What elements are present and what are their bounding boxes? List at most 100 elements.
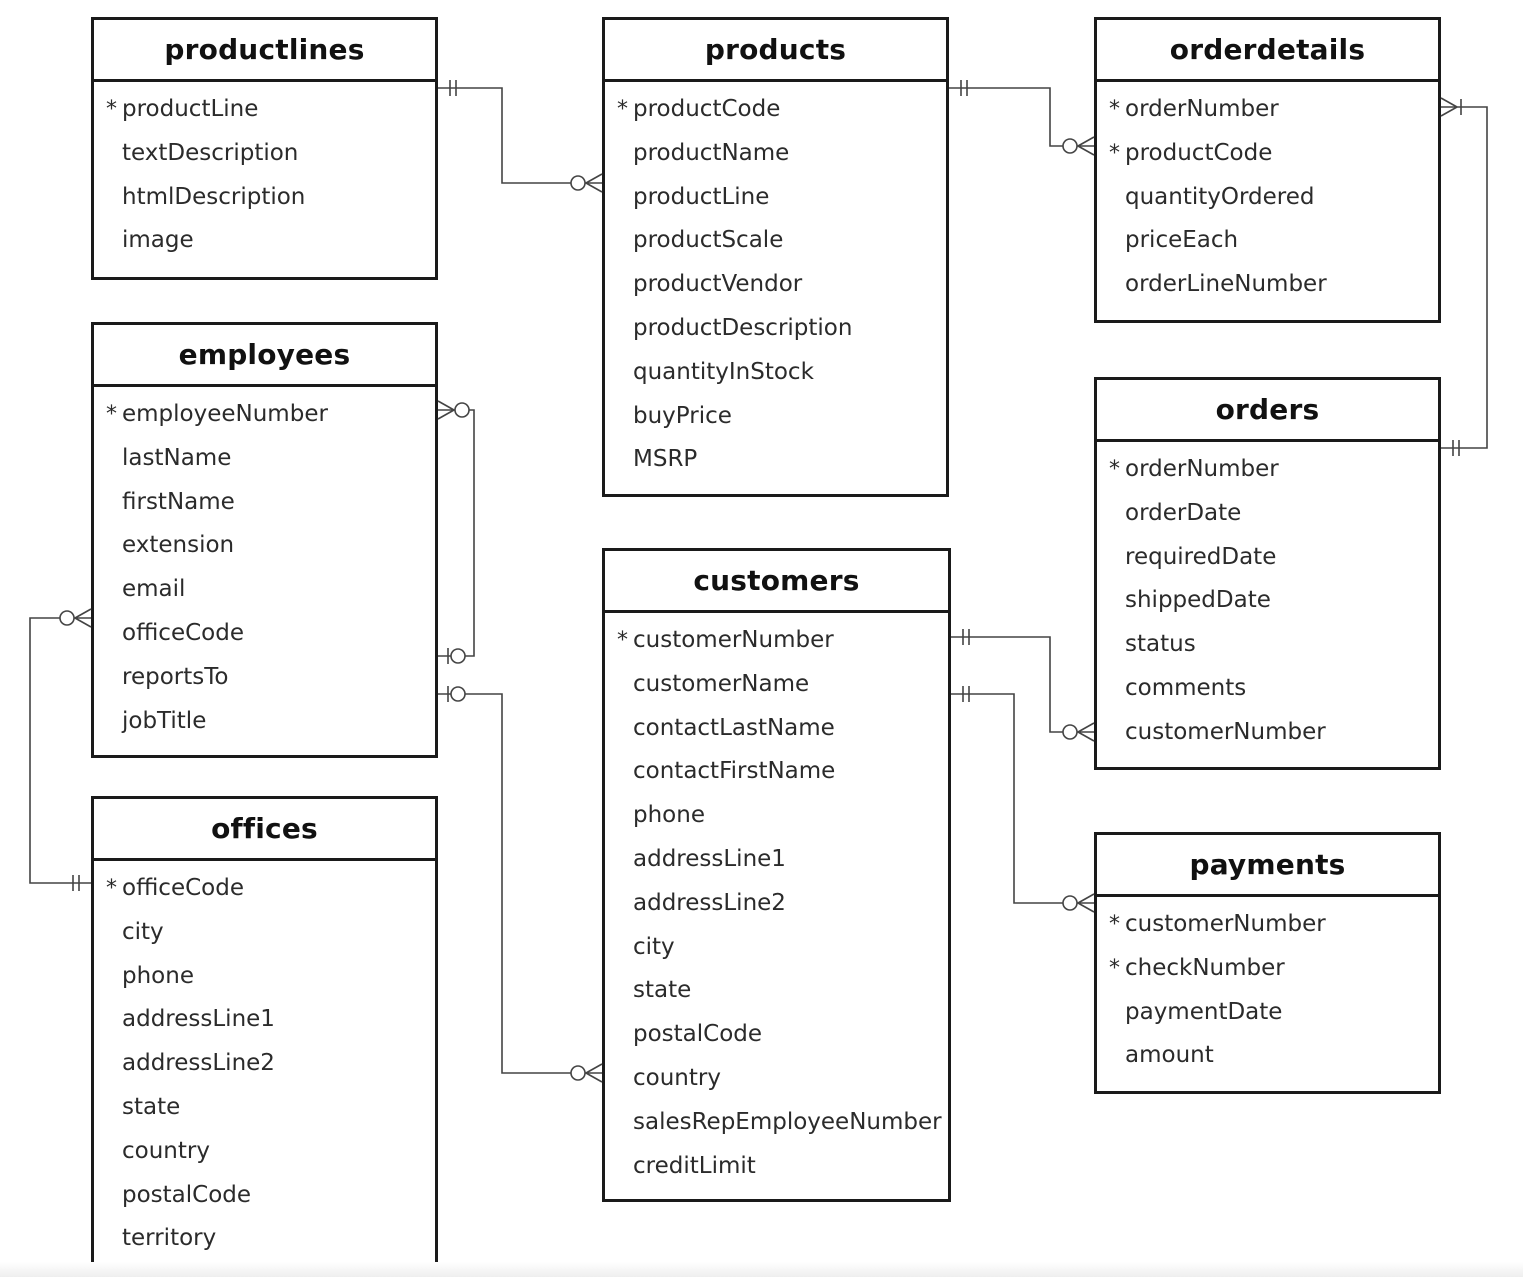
column-name: extension [122, 532, 235, 559]
column[interactable]: contactLastName [605, 707, 948, 751]
column[interactable]: status [1097, 623, 1438, 667]
column-name: email [122, 576, 186, 603]
column-name: quantityOrdered [1125, 183, 1315, 210]
primary-key-column[interactable]: *officeCode [94, 867, 435, 911]
crowfoot-marker [1077, 136, 1095, 147]
column-name: country [633, 1064, 721, 1091]
column[interactable]: buyPrice [605, 395, 946, 439]
column[interactable]: salesRepEmployeeNumber [605, 1101, 948, 1145]
link-customers-orders [951, 636, 1094, 733]
column[interactable]: MSRP [605, 438, 946, 482]
primary-key-column[interactable]: *productLine [94, 88, 435, 132]
column-name: phone [122, 962, 194, 989]
column[interactable]: contactFirstName [605, 750, 948, 794]
column[interactable]: shippedDate [1097, 579, 1438, 623]
column[interactable]: firstName [94, 481, 435, 525]
column[interactable]: priceEach [1097, 219, 1438, 263]
column[interactable]: productScale [605, 219, 946, 263]
primary-key-column[interactable]: *productCode [1097, 132, 1438, 176]
column[interactable]: textDescription [94, 132, 435, 176]
column[interactable]: officeCode [94, 612, 435, 656]
column[interactable]: creditLimit [605, 1145, 948, 1189]
column-name: contactLastName [633, 714, 835, 741]
column[interactable]: amount [1097, 1034, 1438, 1078]
zero-marker [450, 686, 466, 702]
column-name: state [633, 977, 692, 1004]
column-name: employeeNumber [122, 401, 328, 427]
column[interactable]: territory [94, 1217, 435, 1261]
column[interactable]: customerName [605, 663, 948, 707]
column[interactable]: addressLine1 [94, 998, 435, 1042]
column[interactable]: addressLine2 [605, 882, 948, 926]
column-name: customerName [633, 670, 810, 697]
column[interactable]: orderDate [1097, 492, 1438, 536]
column-name: country [122, 1137, 210, 1164]
column[interactable]: country [94, 1130, 435, 1174]
column[interactable]: requiredDate [1097, 536, 1438, 580]
primary-key-column[interactable]: *customerNumber [605, 619, 948, 663]
column[interactable]: paymentDate [1097, 991, 1438, 1035]
column[interactable]: productDescription [605, 307, 946, 351]
column[interactable]: phone [94, 955, 435, 999]
crowfoot-marker [437, 400, 455, 411]
column-name: comments [1125, 674, 1247, 701]
primary-key-column[interactable]: *orderNumber [1097, 448, 1438, 492]
column[interactable]: addressLine2 [94, 1042, 435, 1086]
primary-key-column[interactable]: *orderNumber [1097, 88, 1438, 132]
bottom-edge-fade [0, 1262, 1523, 1277]
column[interactable]: jobTitle [94, 700, 435, 744]
entity-title: customers [605, 551, 948, 613]
column[interactable]: quantityOrdered [1097, 176, 1438, 220]
column[interactable]: state [605, 969, 948, 1013]
zero-marker [570, 175, 586, 191]
column-name: buyPrice [633, 402, 732, 429]
column[interactable]: extension [94, 524, 435, 568]
column[interactable]: lastName [94, 437, 435, 481]
column[interactable]: htmlDescription [94, 176, 435, 220]
primary-key-column[interactable]: *customerNumber [1097, 903, 1438, 947]
column[interactable]: comments [1097, 667, 1438, 711]
crowfoot-marker [1440, 106, 1458, 117]
zero-marker [570, 1065, 586, 1081]
column[interactable]: postalCode [605, 1013, 948, 1057]
primary-key-column[interactable]: *checkNumber [1097, 947, 1438, 991]
column[interactable]: state [94, 1086, 435, 1130]
column[interactable]: productVendor [605, 263, 946, 307]
column-name: addressLine1 [122, 1006, 275, 1033]
column[interactable]: reportsTo [94, 656, 435, 700]
column[interactable]: country [605, 1057, 948, 1101]
column[interactable]: customerNumber [1097, 711, 1438, 755]
column[interactable]: postalCode [94, 1174, 435, 1218]
column[interactable]: productName [605, 132, 946, 176]
column[interactable]: addressLine1 [605, 838, 948, 882]
primary-key-column[interactable]: *employeeNumber [94, 393, 435, 437]
entity-customers[interactable]: customers *customerNumber customerName con… [602, 548, 951, 1202]
primary-key-column[interactable]: *productCode [605, 88, 946, 132]
column[interactable]: image [94, 219, 435, 263]
column-name: reportsTo [122, 663, 229, 690]
column-name: orderLineNumber [1125, 271, 1327, 298]
column[interactable]: productLine [605, 176, 946, 220]
zero-marker [454, 402, 470, 418]
column-name: orderNumber [1125, 456, 1279, 482]
column[interactable]: city [605, 926, 948, 970]
zero-marker [1062, 724, 1078, 740]
column-name: productLine [633, 183, 770, 210]
column[interactable]: email [94, 568, 435, 612]
crowfoot-marker [74, 608, 92, 619]
column[interactable]: quantityInStock [605, 351, 946, 395]
column[interactable]: city [94, 911, 435, 955]
column[interactable]: orderLineNumber [1097, 263, 1438, 307]
column-name: territory [122, 1225, 217, 1252]
column-name: city [122, 918, 164, 945]
column[interactable]: phone [605, 794, 948, 838]
